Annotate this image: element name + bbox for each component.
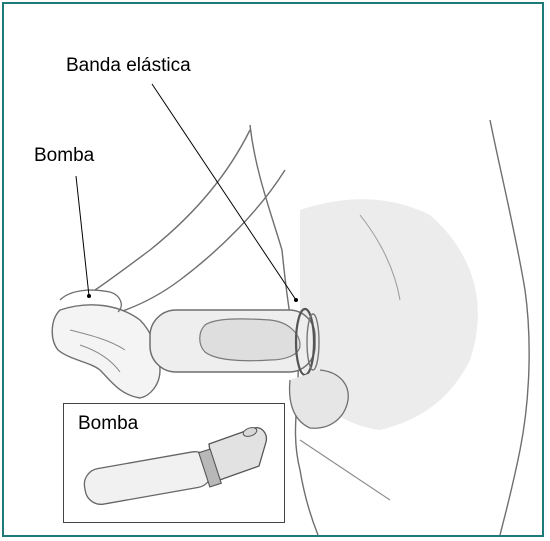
scrotum-outline (290, 370, 349, 428)
pump-leader-dot (87, 294, 91, 298)
label-elastic-band: Banda elástica (66, 56, 191, 75)
elastic-band-leader-dot (294, 298, 298, 302)
hand-outline (52, 305, 160, 398)
pump-device-drawing (64, 404, 283, 521)
pump-tube (82, 449, 214, 507)
thigh-outline (300, 440, 390, 500)
label-pump: Bomba (34, 146, 94, 165)
arm-outline-top (95, 130, 250, 290)
torso-right-outline (490, 120, 529, 535)
pump-inset-box: Bomba (63, 403, 285, 523)
elastic-band-leader-line (152, 84, 296, 300)
penis-inside-cylinder (200, 319, 300, 361)
arm-outline-bottom (120, 170, 285, 312)
pump-leader-line (76, 176, 89, 296)
